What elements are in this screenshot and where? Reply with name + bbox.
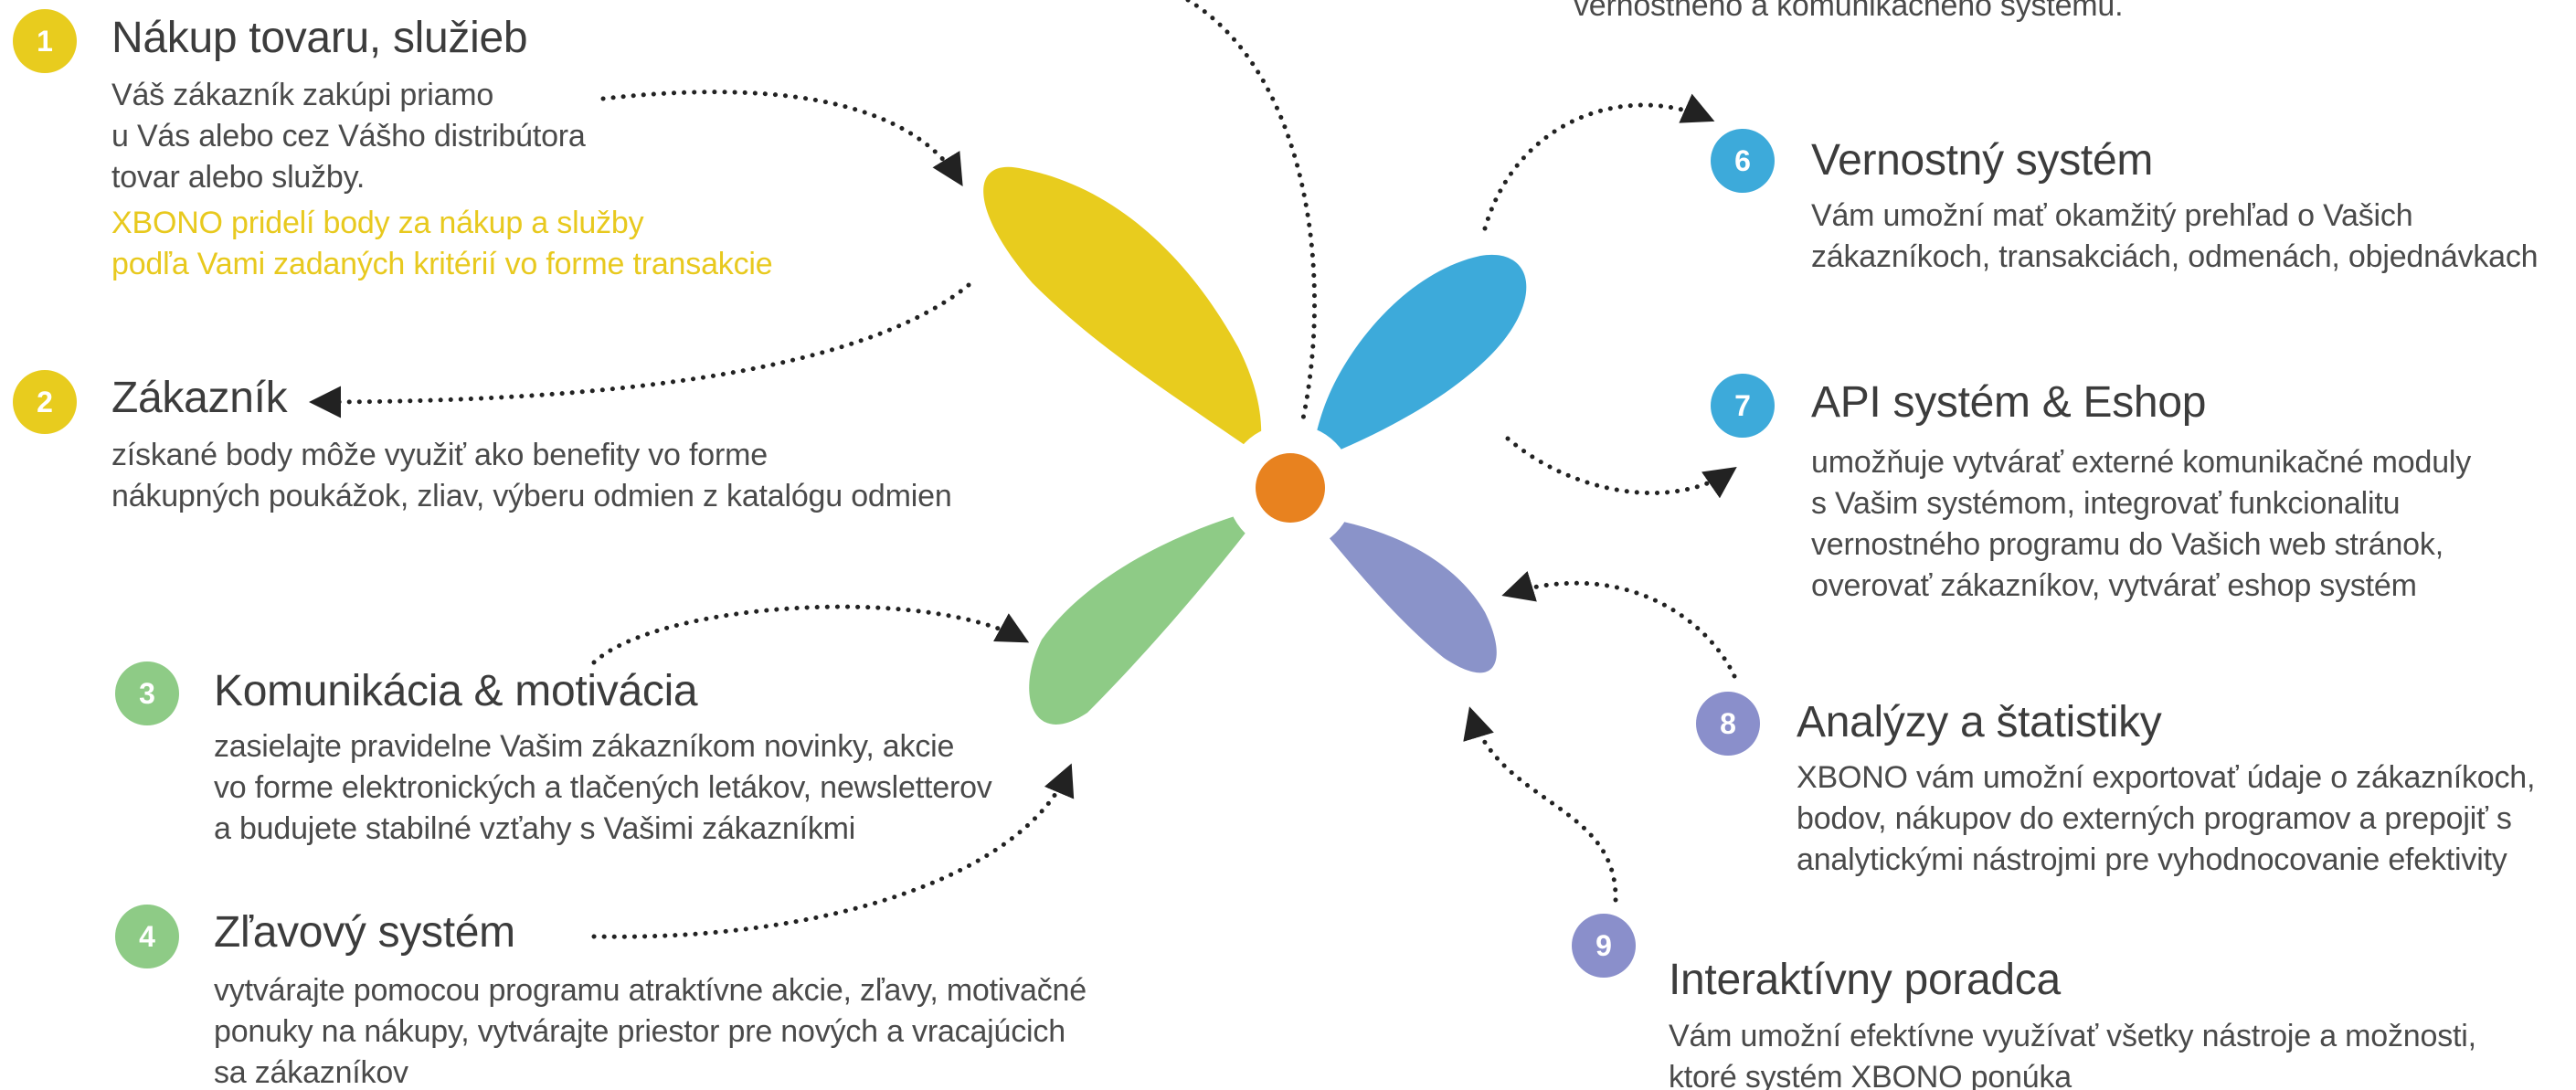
item-7-description: umožňuje vytvárať externé komunikačné mo… [1811, 445, 2472, 603]
item-4-description: vytvárajte pomocou programu atraktívne a… [214, 973, 1087, 1090]
badge-9: 9 [1572, 914, 1636, 978]
item-8-description: XBONO vám umožní exportovať údaje o záka… [1797, 760, 2536, 877]
item-1-highlight: XBONO pridelí body za nákup a služby pod… [111, 206, 773, 281]
arrow-9-to-purple-petal [1463, 706, 1618, 903]
badge-2: 2 [13, 370, 77, 434]
badge-7: 7 [1711, 374, 1775, 438]
item-1-description: Váš zákazník zakúpi priamo u Vás alebo c… [111, 78, 586, 195]
arrow-top-to-center [1185, 0, 1318, 426]
flower-center-dot [1256, 453, 1325, 523]
badge-3: 3 [115, 661, 179, 725]
badge-4: 4 [115, 905, 179, 968]
item-3-description: zasielajte pravidelne Vašim zákazníkom n… [214, 729, 992, 846]
item-6-description: Vám umožní mať okamžitý prehľad o Vašich… [1811, 198, 2539, 274]
yellow-petal [983, 166, 1262, 456]
badge-8: 8 [1696, 692, 1760, 756]
item-7-title: API systém & Eshop [1811, 378, 2207, 427]
green-petal [1029, 507, 1266, 725]
purple-petal [1311, 516, 1497, 673]
arrow-yellow-petal-to-2 [309, 282, 971, 418]
item-4-title: Zľavový systém [214, 908, 515, 957]
arrow-3-to-green-petal [591, 604, 1030, 665]
arrow-1-to-yellow-petal [600, 90, 963, 186]
top-text: vernostného a komunikačného systému. [1574, 0, 2124, 23]
arrow-blue-petal-to-6 [1482, 93, 1715, 231]
item-2-description: získané body môže využiť ako benefity vo… [111, 438, 952, 513]
item-8-title: Analýzy a štatistiky [1797, 698, 2162, 746]
item-1-title: Nákup tovaru, služieb [111, 14, 528, 62]
item-9-title: Interaktívny poradca [1669, 956, 2061, 1004]
arrow-8-to-purple-petal [1501, 571, 1737, 679]
item-6-title: Vernostný systém [1811, 136, 2154, 185]
arrow-4-to-green-petal [591, 763, 1075, 939]
arrow-blue-petal-to-7 [1505, 436, 1737, 499]
blue-petal [1311, 254, 1527, 461]
item-2-title: Zákazník [111, 374, 288, 422]
item-3-title: Komunikácia & motivácia [214, 667, 698, 715]
item-9-description: Vám umožní efektívne využívať všetky nás… [1669, 1019, 2476, 1090]
badge-1: 1 [13, 9, 77, 73]
badge-6: 6 [1711, 129, 1775, 193]
